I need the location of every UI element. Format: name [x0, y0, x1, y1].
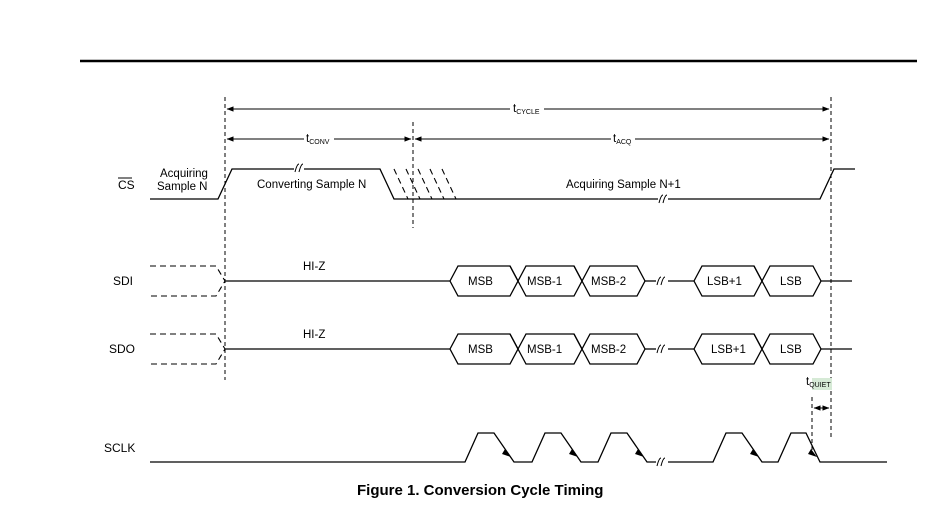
sdo-waveform [150, 333, 852, 365]
sclk-signal-label: SCLK [104, 441, 135, 455]
sdo-hiz-label: HI-Z [303, 329, 325, 341]
t-cycle-dimension: tCYCLE [226, 103, 830, 116]
t-quiet-dimension: tQUIET [806, 376, 832, 411]
sdo-bit: LSB [780, 344, 802, 356]
sdo-bits: MSB MSB-1 MSB-2 LSB+1 LSB [468, 344, 802, 356]
sdi-signal-label: SDI [113, 274, 133, 288]
cs-acquiring-next-label: Acquiring Sample N+1 [566, 179, 681, 191]
sdo-bit: MSB [468, 344, 493, 356]
t-conv-label: tCONV [306, 133, 330, 146]
sdi-bit: LSB+1 [707, 276, 742, 288]
sdi-bits: MSB MSB-1 MSB-2 LSB+1 LSB [468, 276, 802, 288]
t-acq-label: tACQ [613, 133, 632, 146]
sdo-bit: LSB+1 [711, 344, 746, 356]
cs-acquiring-label-1: Acquiring [160, 168, 208, 180]
sclk-waveform [150, 432, 887, 469]
sdo-bit: MSB-2 [591, 344, 626, 356]
t-cycle-label: tCYCLE [513, 103, 540, 116]
sdo-signal-label: SDO [109, 342, 135, 356]
sdi-waveform [150, 265, 852, 297]
cs-signal-label: CS [118, 178, 135, 192]
cs-waveform [150, 161, 855, 206]
sdi-bit: MSB-1 [527, 276, 562, 288]
sdo-bit: MSB-1 [527, 344, 562, 356]
figure-caption: Figure 1. Conversion Cycle Timing [357, 482, 603, 499]
cs-converting-label: Converting Sample N [257, 179, 366, 191]
cs-acquiring-label-2: Sample N [157, 181, 208, 193]
sdi-bit: LSB [780, 276, 802, 288]
sdi-bit: MSB-2 [591, 276, 626, 288]
t-conv-dimension: tCONV [226, 133, 412, 146]
t-quiet-label: tQUIET [806, 376, 831, 389]
t-quiet-highlight [812, 378, 832, 390]
sdi-bit: MSB [468, 276, 493, 288]
sdi-hiz-label: HI-Z [303, 261, 325, 273]
t-acq-dimension: tACQ [414, 133, 830, 146]
